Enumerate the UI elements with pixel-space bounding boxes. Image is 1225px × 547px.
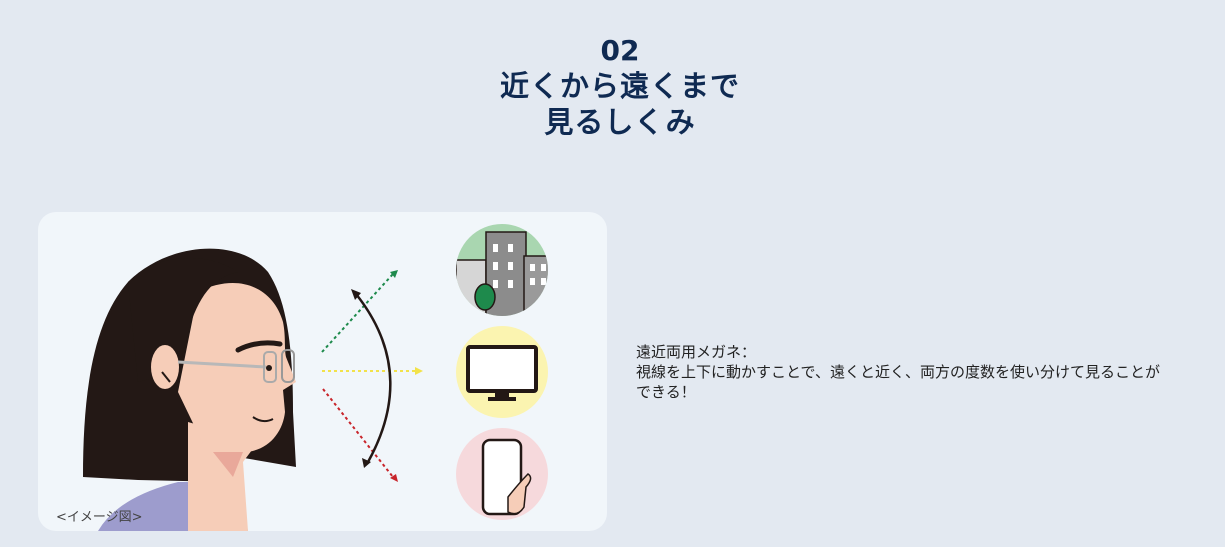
progressive-lens-illustration bbox=[83, 224, 548, 531]
person-figure bbox=[83, 248, 296, 531]
description-body-line1: 視線を上下に動かすことで、遠くと近く、両方の度数を使い分けて見ることが bbox=[636, 363, 1160, 381]
section-heading: 02 近くから遠くまで 見るしくみ bbox=[0, 34, 1225, 140]
city-buildings-icon bbox=[456, 224, 548, 316]
sight-lines bbox=[321, 270, 423, 482]
monitor-icon bbox=[456, 326, 548, 418]
description: 遠近両用メガネ： 視線を上下に動かすことで、遠くと近く、両方の度数を使い分けて見… bbox=[636, 342, 1216, 402]
illustration-card: <イメージ図> bbox=[38, 212, 607, 531]
description-title: 遠近両用メガネ： bbox=[636, 343, 757, 361]
section-title-line2: 見るしくみ bbox=[544, 105, 696, 139]
section-title-line1: 近くから遠くまで bbox=[499, 69, 740, 103]
image-caption: <イメージ図> bbox=[56, 510, 143, 525]
smartphone-icon bbox=[456, 428, 548, 520]
section-number: 02 bbox=[600, 34, 640, 67]
description-body-line2: できる！ bbox=[636, 383, 696, 401]
